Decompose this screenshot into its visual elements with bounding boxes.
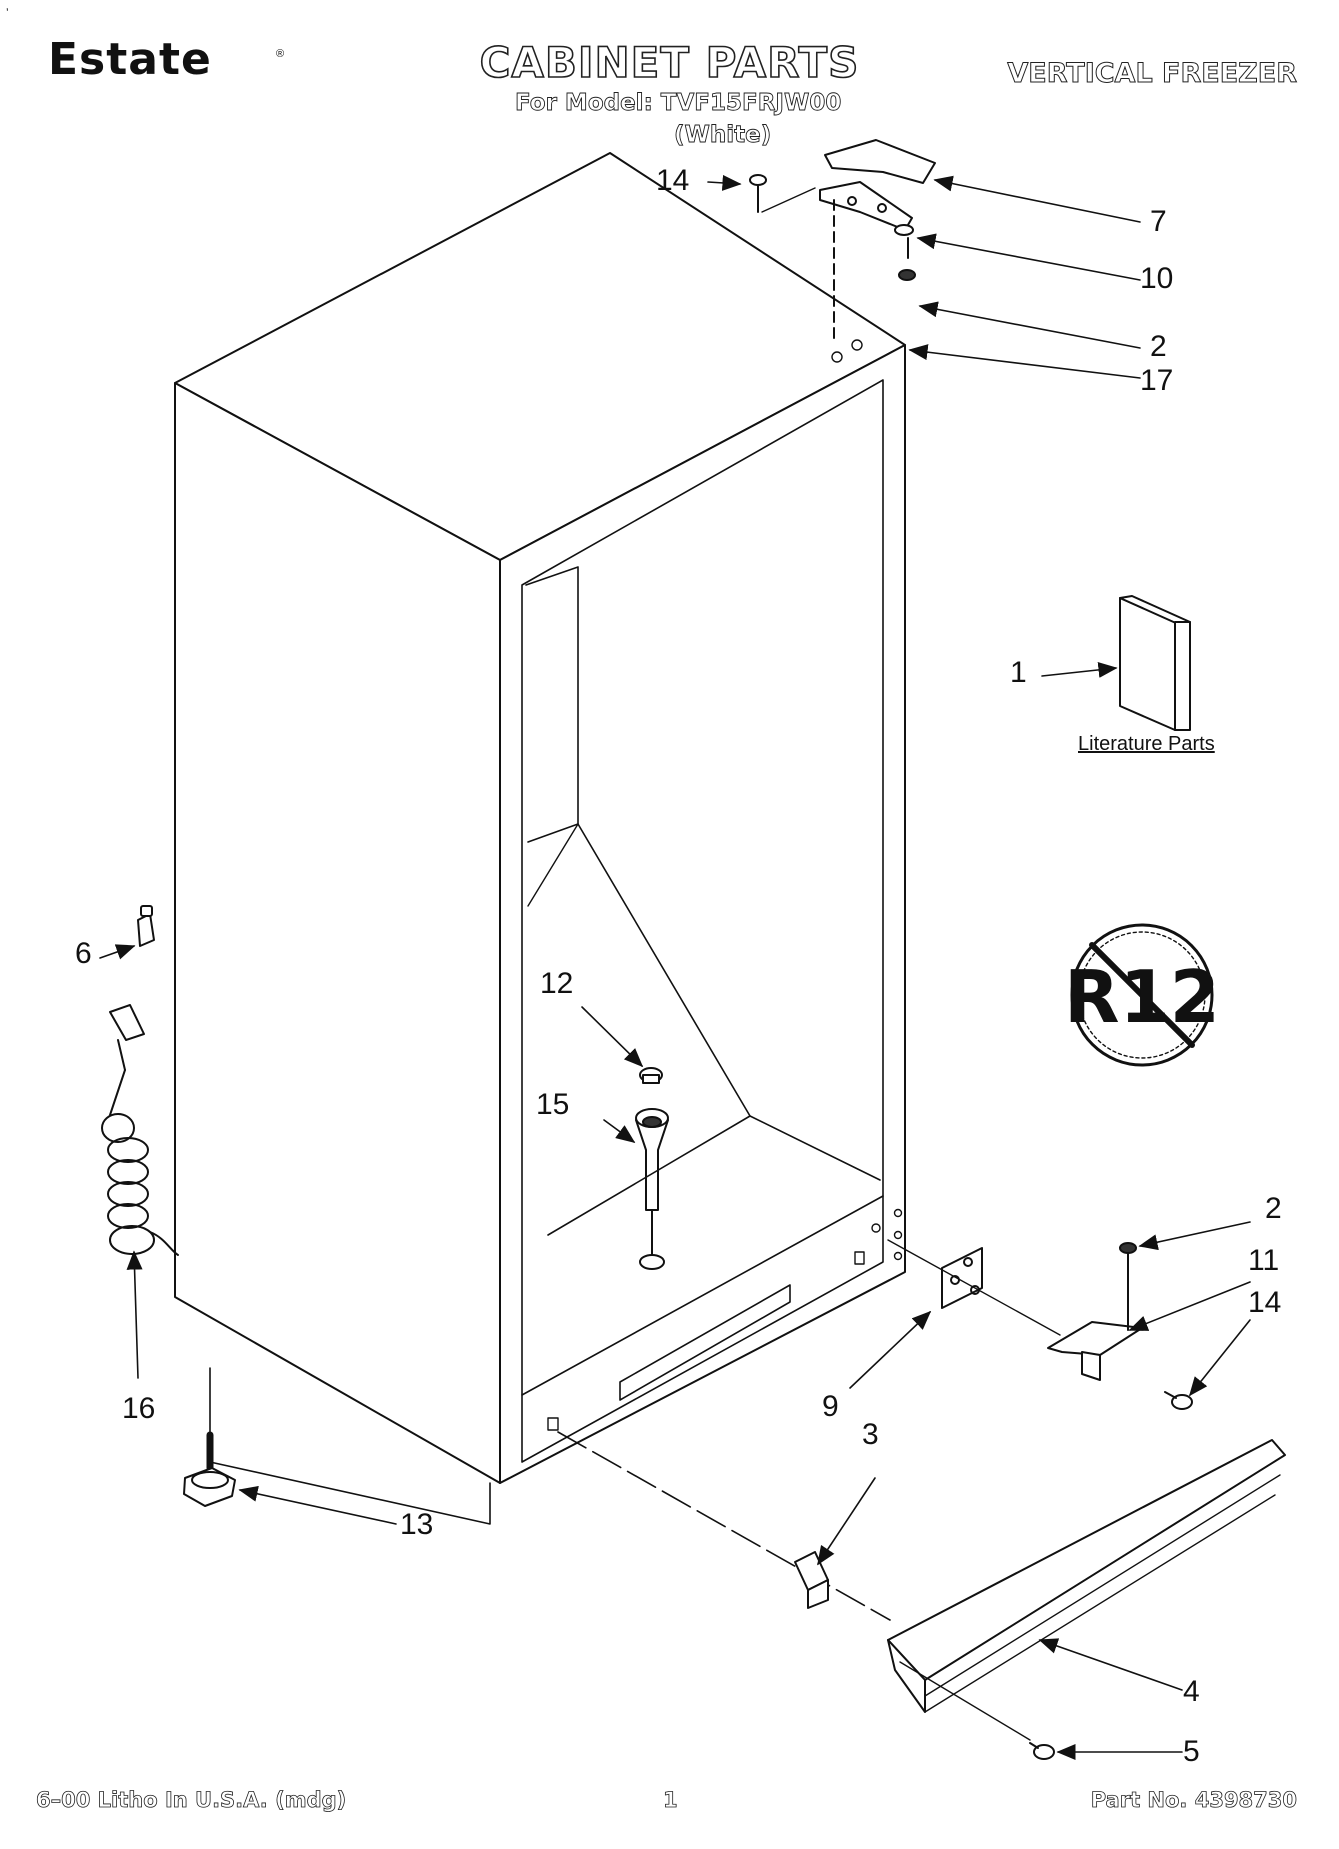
callout-14-top: 14 xyxy=(656,164,690,197)
model-line: For Model: TVF15FRJW00 xyxy=(515,90,842,117)
callout-7: 7 xyxy=(1150,205,1167,238)
callout-11: 11 xyxy=(1248,1244,1280,1277)
drain-assembly xyxy=(635,1067,669,1270)
callout-5: 5 xyxy=(1183,1735,1200,1768)
callout-12: 12 xyxy=(540,967,574,1000)
literature-parts-caption: Literature Parts xyxy=(1078,733,1215,755)
callout-14-bottom: 14 xyxy=(1248,1286,1282,1319)
leader-lines xyxy=(99,174,1251,1760)
print-info: 6–00 Litho In U.S.A. (mdg) xyxy=(36,1788,347,1813)
leveling-leg xyxy=(183,1431,236,1507)
callout-9: 9 xyxy=(822,1390,839,1423)
badge-text: R12 xyxy=(1064,955,1220,1039)
power-cord xyxy=(101,1004,179,1256)
bottom-hinge-assembly xyxy=(887,1239,1193,1410)
brand-logo: Estate xyxy=(48,34,212,85)
product-type: VERTICAL FREEZER xyxy=(1007,58,1298,90)
cabinet-body xyxy=(174,152,906,1525)
top-hinge-assembly xyxy=(749,139,936,341)
variant-label: (White) xyxy=(674,122,772,149)
no-r12-badge: R12 xyxy=(1064,923,1220,1067)
literature-booklet xyxy=(1119,595,1191,731)
callout-6: 6 xyxy=(75,937,92,970)
grille-screw xyxy=(1029,1742,1055,1760)
registered-mark: ® xyxy=(276,48,285,60)
clip-part xyxy=(137,905,155,947)
corner-mark: ʼ xyxy=(6,6,9,20)
callout-4: 4 xyxy=(1183,1675,1200,1708)
callout-13: 13 xyxy=(400,1508,434,1541)
toe-grille xyxy=(887,1439,1286,1741)
callout-10: 10 xyxy=(1140,262,1174,295)
callout-1: 1 xyxy=(1010,656,1027,689)
callout-17: 17 xyxy=(1140,364,1174,397)
grille-clip xyxy=(557,1431,891,1621)
callout-15: 15 xyxy=(536,1088,570,1121)
callout-2-bottom: 2 xyxy=(1265,1192,1282,1225)
callout-2-top: 2 xyxy=(1150,330,1167,363)
callout-3: 3 xyxy=(862,1418,879,1451)
page-title: CABINET PARTS xyxy=(479,37,860,88)
part-number: Part No. 4398730 xyxy=(1090,1788,1297,1813)
page-number: 1 xyxy=(663,1788,678,1813)
callout-16: 16 xyxy=(122,1392,156,1425)
hinge-screw-top xyxy=(749,174,816,213)
